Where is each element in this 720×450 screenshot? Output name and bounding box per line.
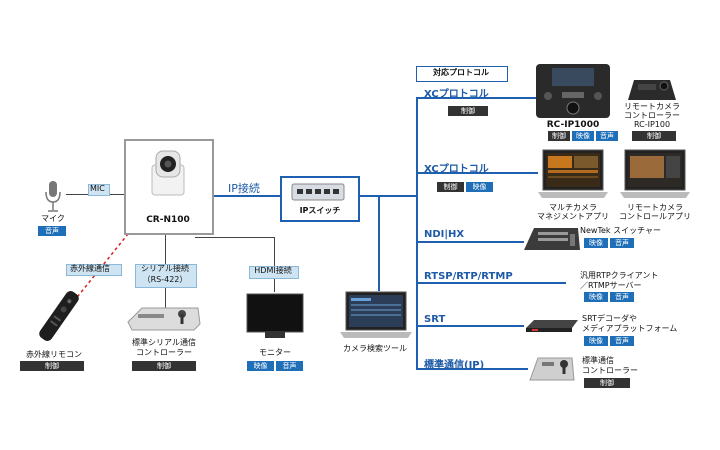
branch-ndi <box>416 241 524 243</box>
camera-search-label: カメラ検索ツール <box>343 344 407 353</box>
monitor-icon <box>246 293 304 338</box>
ip-line-switch-out <box>356 195 416 197</box>
srt-line2: メディアプラットフォーム <box>582 324 678 333</box>
branch-rtsp <box>416 282 566 284</box>
monitor-label: モニター <box>259 348 291 357</box>
rtp-client-tag-audio: 音声 <box>610 292 634 302</box>
standard-controller-icon <box>529 357 575 381</box>
hdmi-line-v <box>274 237 275 292</box>
newtek-tag-video: 映像 <box>584 238 608 248</box>
branch-xc1 <box>416 97 536 99</box>
branch-xc2 <box>416 172 538 174</box>
newtek-line1: NewTek スイッチャー <box>580 226 661 235</box>
hdmi-connection-label: HDMI接続 <box>254 266 292 275</box>
ir-connection-label: 赤外線通信 <box>70 264 110 273</box>
mic-connection-text: MIC <box>90 184 105 193</box>
protocol-xc-2-tag-control: 制御 <box>437 182 464 192</box>
multi-cam-line1: マルチカメラ <box>549 203 597 212</box>
serial-connection-sub: （RS-422） <box>142 275 188 284</box>
multi-cam-laptop-icon <box>538 149 608 198</box>
srt-line1: SRTデコーダや <box>582 314 637 323</box>
remote-cam-app-line1: リモートカメラ <box>627 203 683 212</box>
serial-device-line1: 標準シリアル通信 <box>132 338 196 347</box>
srt-tag-video: 映像 <box>584 336 608 346</box>
ir-remote-icon <box>39 291 79 341</box>
protocol-ndi: NDI|HX <box>424 229 465 240</box>
rc-ip100-line3: RC-IP100 <box>633 120 671 129</box>
camera-icon <box>151 150 185 196</box>
standard-ctrl-line2: コントローラー <box>582 366 638 375</box>
branch-srt <box>416 325 524 327</box>
srt-tag-audio: 音声 <box>610 336 634 346</box>
mic-icon <box>45 181 61 212</box>
serial-device-line2: コントローラー <box>136 348 192 357</box>
standard-ctrl-line1: 標準通信 <box>582 356 614 365</box>
protocol-header-title: 対応プロトコル <box>433 68 489 77</box>
rc-ip100-icon <box>628 80 676 100</box>
protocol-srt: SRT <box>424 314 446 325</box>
rc-ip100-line2: コントローラー <box>624 111 680 120</box>
switch-icon <box>291 183 345 201</box>
hdmi-connection-box <box>249 266 299 279</box>
ip-connection-label: IP接続 <box>228 182 260 195</box>
protocol-header-box <box>416 66 508 82</box>
multi-cam-line2: マネジメントアプリ <box>537 212 609 221</box>
ip-line-camera-switch <box>210 195 280 197</box>
serial-tag-control: 制御 <box>132 361 196 371</box>
rtp-client-tag-video: 映像 <box>584 292 608 302</box>
monitor-tag-audio: 音声 <box>276 361 303 371</box>
srt-decoder-icon <box>526 320 578 332</box>
protocol-xc-1-tag-control: 制御 <box>448 106 488 116</box>
protocol-xc-2: XCプロトコル <box>424 164 489 175</box>
rc-ip1000-name: RC-IP1000 <box>546 120 600 130</box>
serial-connection-box <box>135 264 197 288</box>
serial-connection-label: シリアル接続 <box>141 264 189 273</box>
protocol-xc-1: XCプロトコル <box>424 89 489 100</box>
ip-line-switch-search <box>378 195 380 291</box>
rtp-client-line1: 汎用RTPクライアント <box>580 271 659 280</box>
rc-ip100-line1: リモートカメラ <box>624 102 680 111</box>
rc-ip1000-tag-audio: 音声 <box>596 131 618 141</box>
remote-cam-app-line2: コントロールアプリ <box>619 212 691 221</box>
camera-model: CR-N100 <box>146 215 190 225</box>
protocol-standard: 標準通信(IP) <box>424 360 485 371</box>
branch-std <box>416 368 528 370</box>
mic-label: マイク <box>41 214 65 223</box>
serial-controller-icon <box>127 307 201 331</box>
monitor-tag-video: 映像 <box>247 361 274 371</box>
remote-cam-app-laptop-icon <box>620 149 690 198</box>
rtp-client-line2: ／RTMPサーバー <box>580 281 642 290</box>
mic-connection-label <box>88 184 110 196</box>
newtek-switcher-icon <box>524 228 580 250</box>
switch-label: IPスイッチ <box>299 206 341 215</box>
protocol-spine <box>416 97 418 369</box>
ir-remote-label: 赤外線リモコン <box>26 350 82 359</box>
protocol-xc-2-tag-video: 映像 <box>466 182 493 192</box>
ir-remote-tag-control: 制御 <box>20 361 84 371</box>
rc-ip1000-icon <box>536 64 610 118</box>
camera-search-laptop-icon <box>340 291 412 338</box>
ir-connection-box <box>66 264 122 276</box>
hdmi-line-h <box>195 237 275 238</box>
mic-tag-audio: 音声 <box>38 226 66 236</box>
protocol-rtsp: RTSP/RTP/RTMP <box>424 271 513 282</box>
rc-ip1000-tag-control: 制御 <box>548 131 570 141</box>
standard-ctrl-tag-control: 制御 <box>584 378 630 388</box>
newtek-tag-audio: 音声 <box>610 238 634 248</box>
rc-ip1000-tag-video: 映像 <box>572 131 594 141</box>
rc-ip100-tag-control: 制御 <box>632 131 676 141</box>
